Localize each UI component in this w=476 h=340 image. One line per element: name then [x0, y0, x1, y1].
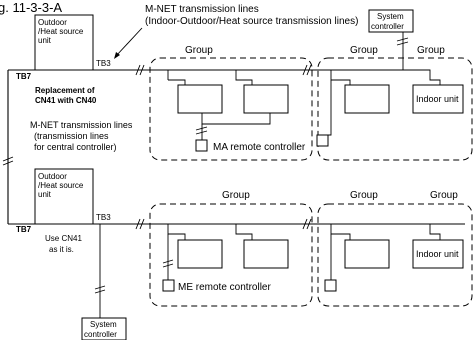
remote-top-right-wire: [323, 80, 332, 136]
indoor-7-drop: [330, 224, 351, 240]
outdoor-unit-bottom-label-3: unit: [38, 190, 52, 199]
bus-bottom-break-2: [302, 218, 312, 230]
outdoor-unit-top: [34, 14, 94, 71]
sys-bottom-label-2: controller: [84, 330, 117, 339]
group-label-top-right: Group: [350, 45, 378, 56]
group-label-top-far-right: Group: [417, 45, 445, 56]
replacement-note-1: Replacement of: [35, 86, 95, 95]
central-note-1: M-NET transmission lines: [30, 120, 133, 130]
outdoor-unit-bottom-label-2: /Heat source: [38, 181, 84, 190]
indoor-1-drop: [168, 79, 186, 85]
tb7-bottom-label: TB7: [16, 225, 32, 234]
indoor-unit-label-top: Indoor unit: [416, 94, 459, 104]
group-label-bg-1: [183, 45, 211, 54]
sys-top-break: [396, 37, 409, 46]
mnet-title: M-NET transmission lines: [145, 4, 259, 15]
mnet-arrowhead: [114, 52, 120, 59]
group-label-bottom-left: Group: [222, 190, 250, 201]
outdoor-unit-bottom: [34, 168, 94, 225]
mnet-subtitle: (Indoor-Outdoor/Heat source transmission…: [145, 16, 358, 27]
group-label-top-left: Group: [185, 45, 213, 56]
indoor-unit-1: [177, 84, 223, 114]
group-top-left: [149, 57, 313, 161]
sys-top-label-2: controller: [371, 22, 404, 31]
bus-top-break-1: [135, 64, 145, 76]
indoor-unit-6: [243, 239, 289, 269]
outdoor-unit-top-label-1: Outdoor: [38, 18, 67, 27]
tb3-bottom-label: TB3: [96, 213, 111, 222]
outdoor-unit-top-label-3: unit: [38, 36, 52, 45]
indoor-5-drop: [167, 224, 186, 240]
remote-top-right: [316, 134, 329, 147]
indoor-4-drop: [415, 69, 441, 85]
sys-top-label-1: System: [377, 12, 404, 21]
indoor-3-drop: [330, 70, 351, 85]
sys-bottom-label-1: System: [90, 320, 117, 329]
use-note-2: as it is.: [49, 245, 74, 254]
central-note-2: (transmission lines: [34, 131, 109, 141]
group-bottom-right: [317, 203, 473, 307]
ma-wire-break: [195, 126, 208, 135]
use-note-1: Use CN41: [45, 234, 82, 243]
indoor-unit-2: [243, 84, 289, 114]
figure-label: g. 11-3-3-A: [0, 0, 62, 15]
me-remote-label: ME remote controller: [178, 282, 271, 293]
indoor-8-drop: [429, 224, 441, 240]
group-top-right: [317, 57, 473, 161]
indoor-unit-5: [177, 239, 223, 269]
system-controller-top: [368, 9, 414, 33]
bus-top-break-2: [302, 64, 312, 76]
indoor-unit-4: [412, 84, 464, 114]
me-wire-break: [162, 259, 174, 268]
group-bottom-left: [149, 203, 313, 307]
system-controller-bottom: [81, 317, 127, 340]
indoor-unit-8: [412, 239, 464, 269]
indoor-unit-3: [344, 84, 390, 114]
indoor-unit-label-bottom: Indoor unit: [416, 249, 459, 259]
indoor-2-drop: [235, 70, 253, 85]
indoor-6-drop: [235, 224, 253, 240]
sys-bottom-break: [94, 285, 106, 294]
replacement-note-2: CN41 with CN40: [35, 96, 97, 105]
central-line-break: [2, 156, 14, 166]
mnet-pointer-arrow: [115, 27, 143, 57]
tb3-top-label: TB3: [96, 59, 111, 68]
group-label-bottom-far-right: Group: [430, 190, 458, 201]
me-remote-controller: [162, 279, 175, 292]
group-label-bg-2: [348, 45, 376, 54]
outdoor-unit-top-label-2: /Heat source: [38, 27, 84, 36]
group-label-bottom-right: Group: [350, 190, 378, 201]
sys-bottom-wire: [93, 223, 101, 318]
indoor-unit-7: [344, 239, 390, 269]
bus-bottom-break-1: [135, 218, 145, 230]
ma-link-wire: [201, 113, 271, 125]
central-note-3: for central controller): [34, 142, 117, 152]
outdoor-unit-bottom-label-1: Outdoor: [38, 172, 67, 181]
tb7-top-label: TB7: [16, 72, 32, 81]
ma-remote-controller: [195, 139, 208, 152]
ma-remote-label: MA remote controller: [213, 142, 306, 153]
remote-bottom-right: [324, 279, 337, 292]
